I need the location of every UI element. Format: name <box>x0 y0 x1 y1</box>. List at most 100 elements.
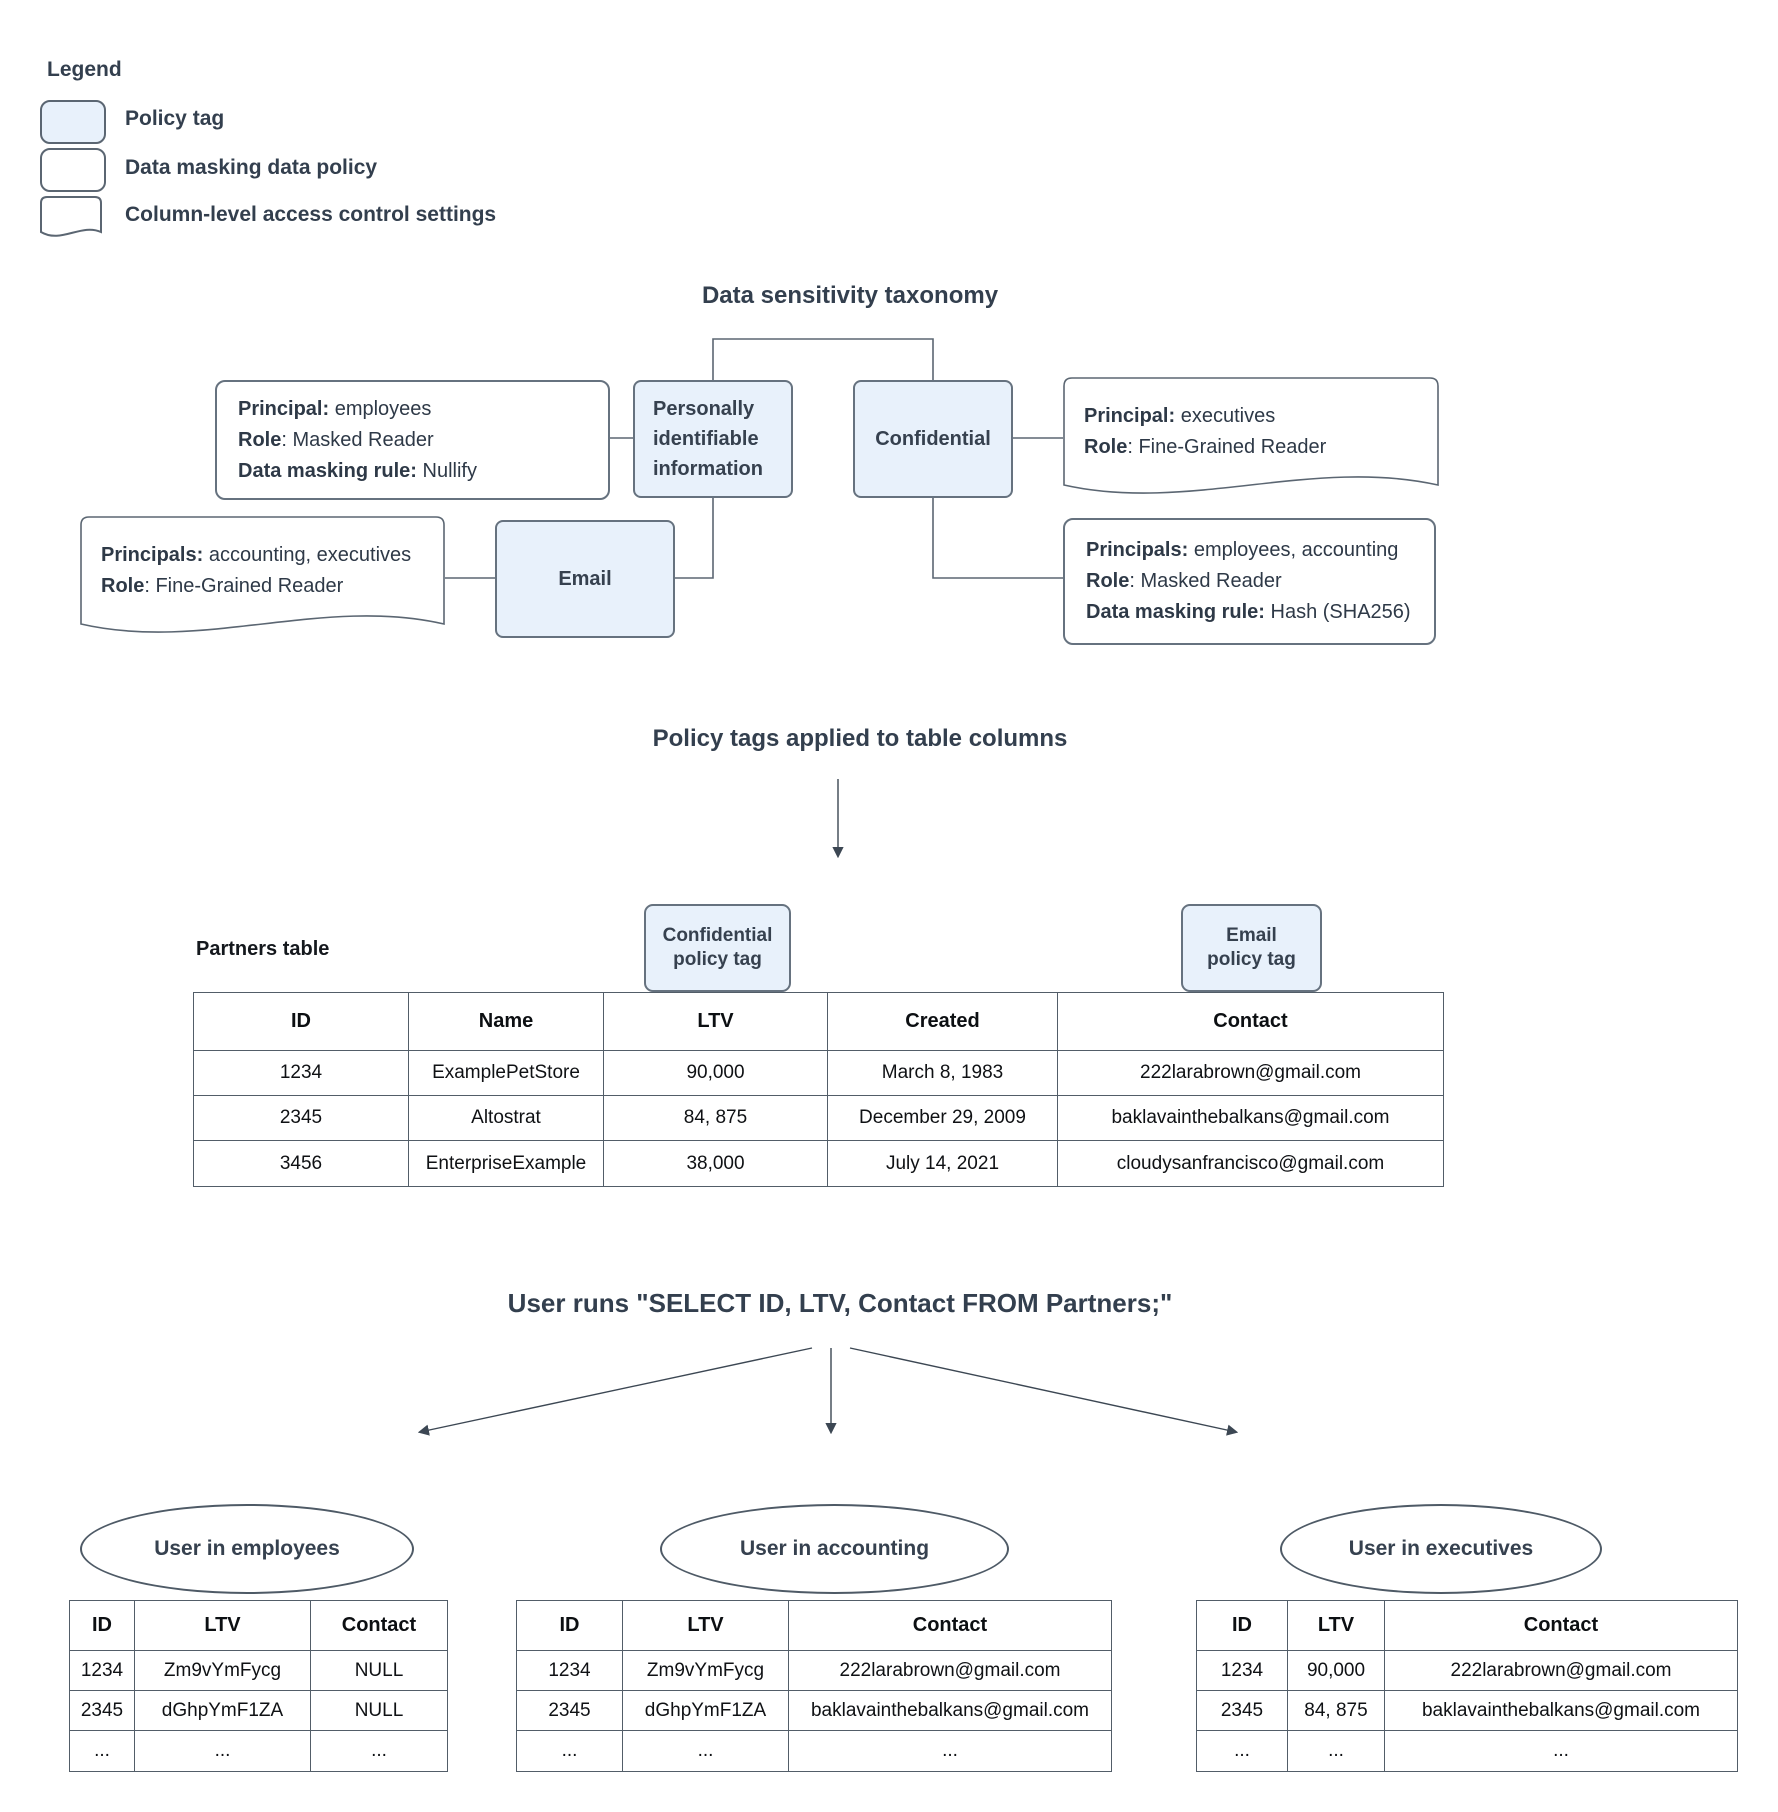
col-header: Contact <box>1384 1600 1738 1651</box>
legend-policy-tag-label: Policy tag <box>125 107 225 130</box>
cell: Zm9vYmFycg <box>134 1650 311 1691</box>
executives-result-table: ID LTV Contact 1234 90,000 222larabrown@… <box>1196 1600 1738 1772</box>
employees-result-table: ID LTV Contact 1234 Zm9vYmFycg NULL 2345… <box>69 1600 448 1772</box>
group-user-in-executives: User in executives <box>1280 1504 1602 1594</box>
cell: 2345 <box>1196 1690 1288 1731</box>
accounting-result-table: ID LTV Contact 1234 Zm9vYmFycg 222larabr… <box>516 1600 1112 1772</box>
chip-line: policy tag <box>1207 949 1296 970</box>
cell: ExamplePetStore <box>408 1050 604 1096</box>
table-row: 1234 ExamplePetStore 90,000 March 8, 198… <box>193 1050 1444 1096</box>
group-label: User in employees <box>154 1537 340 1560</box>
cell: ... <box>1287 1730 1385 1772</box>
policy-line: Principals: employees, accounting <box>1086 539 1399 561</box>
nullify-policy-box: Principal: employees Role: Masked Reader… <box>215 380 610 500</box>
legend-masking-policy-swatch <box>40 148 106 192</box>
policy-line: Role: Fine-Grained Reader <box>1084 436 1327 458</box>
cell: ... <box>622 1730 789 1772</box>
cell: 84, 875 <box>1287 1690 1385 1731</box>
accounting-access-doc: Principals: accounting, executives Role:… <box>80 516 445 640</box>
col-header: LTV <box>603 992 828 1051</box>
pii-policy-tag-label: Personally identifiable information <box>653 398 763 480</box>
col-header: Contact <box>1057 992 1444 1051</box>
col-header: ID <box>193 992 409 1051</box>
query-heading: User runs "SELECT ID, LTV, Contact FROM … <box>507 1288 1173 1318</box>
policy-line: Role: Fine-Grained Reader <box>101 575 344 597</box>
col-header: LTV <box>134 1600 311 1651</box>
cell: 3456 <box>193 1140 409 1187</box>
cell: ... <box>69 1730 135 1772</box>
cell: 1234 <box>1196 1650 1288 1691</box>
group-user-in-employees: User in employees <box>80 1504 414 1594</box>
cell: baklavainthebalkans@gmail.com <box>1384 1690 1738 1731</box>
policy-line: Data masking rule: Hash (SHA256) <box>1086 601 1411 623</box>
cell: NULL <box>310 1690 448 1731</box>
col-header: Contact <box>310 1600 448 1651</box>
table-row: ... ... ... <box>1196 1730 1738 1772</box>
cell: March 8, 1983 <box>827 1050 1058 1096</box>
table-row: ... ... ... <box>516 1730 1112 1772</box>
policy-line: Role: Masked Reader <box>1086 570 1282 592</box>
partners-header-row: ID Name LTV Created Contact <box>193 992 1444 1051</box>
cell: December 29, 2009 <box>827 1095 1058 1141</box>
result-header-row: ID LTV Contact <box>1196 1600 1738 1651</box>
col-header: ID <box>69 1600 135 1651</box>
table-row: 1234 90,000 222larabrown@gmail.com <box>1196 1650 1738 1691</box>
executives-access-doc: Principal: executives Role: Fine-Grained… <box>1063 377 1439 501</box>
chip-line: Email <box>1226 925 1277 946</box>
table-row: ... ... ... <box>69 1730 448 1772</box>
policy-line: Principal: executives <box>1084 405 1276 427</box>
legend-access-control-label: Column-level access control settings <box>125 203 497 226</box>
cell: ... <box>516 1730 623 1772</box>
cell: dGhpYmF1ZA <box>622 1690 789 1731</box>
cell: 2345 <box>516 1690 623 1731</box>
cell: ... <box>134 1730 311 1772</box>
legend-access-control-swatch <box>40 196 102 242</box>
taxonomy-title: Data sensitivity taxonomy <box>701 282 999 309</box>
group-label: User in executives <box>1348 1537 1534 1560</box>
email-policy-tag: Email <box>495 520 675 638</box>
cell: 90,000 <box>1287 1650 1385 1691</box>
policy-line: Principals: accounting, executives <box>101 544 412 566</box>
chip-line: policy tag <box>673 949 762 970</box>
cell: baklavainthebalkans@gmail.com <box>1057 1095 1444 1141</box>
cell: July 14, 2021 <box>827 1140 1058 1187</box>
table-row: 2345 dGhpYmF1ZA baklavainthebalkans@gmai… <box>516 1690 1112 1731</box>
pii-policy-tag: Personally identifiable information <box>633 380 793 498</box>
result-header-row: ID LTV Contact <box>516 1600 1112 1651</box>
col-header: Name <box>408 992 604 1051</box>
table-row: 1234 Zm9vYmFycg NULL <box>69 1650 448 1691</box>
chip-line: Confidential <box>662 925 773 946</box>
cell: 90,000 <box>603 1050 828 1096</box>
table-row: 1234 Zm9vYmFycg 222larabrown@gmail.com <box>516 1650 1112 1691</box>
group-user-in-accounting: User in accounting <box>660 1504 1009 1594</box>
cell: ... <box>1384 1730 1738 1772</box>
col-header: ID <box>1196 1600 1288 1651</box>
cell: dGhpYmF1ZA <box>134 1690 311 1731</box>
legend-masking-policy-label: Data masking data policy <box>125 156 378 179</box>
cell: ... <box>310 1730 448 1772</box>
confidential-policy-tag: Confidential <box>853 380 1013 498</box>
cell: 222larabrown@gmail.com <box>1057 1050 1444 1096</box>
cell: Altostrat <box>408 1095 604 1141</box>
cell: 2345 <box>69 1690 135 1731</box>
applied-section-heading: Policy tags applied to table columns <box>652 725 1068 752</box>
partners-table: ID Name LTV Created Contact 1234 Example… <box>193 992 1444 1187</box>
col-header: ID <box>516 1600 623 1651</box>
col-header: LTV <box>1287 1600 1385 1651</box>
cell: EnterpriseExample <box>408 1140 604 1187</box>
policy-line: Principal: employees <box>238 397 432 420</box>
cell: 84, 875 <box>603 1095 828 1141</box>
hash-policy-box: Principals: employees, accounting Role: … <box>1063 518 1436 645</box>
result-header-row: ID LTV Contact <box>69 1600 448 1651</box>
group-label: User in accounting <box>739 1537 930 1560</box>
arrow-to-executives <box>849 1347 1239 1436</box>
col-header: LTV <box>622 1600 789 1651</box>
confidential-policy-tag-chip: Confidential policy tag <box>644 904 791 992</box>
cell: 2345 <box>193 1095 409 1141</box>
table-row: 2345 Altostrat 84, 875 December 29, 2009… <box>193 1095 1444 1141</box>
cell: cloudysanfrancisco@gmail.com <box>1057 1140 1444 1187</box>
legend-policy-tag-swatch <box>40 100 106 144</box>
col-header: Created <box>827 992 1058 1051</box>
cell: ... <box>788 1730 1112 1772</box>
arrow-to-employees <box>417 1347 813 1436</box>
